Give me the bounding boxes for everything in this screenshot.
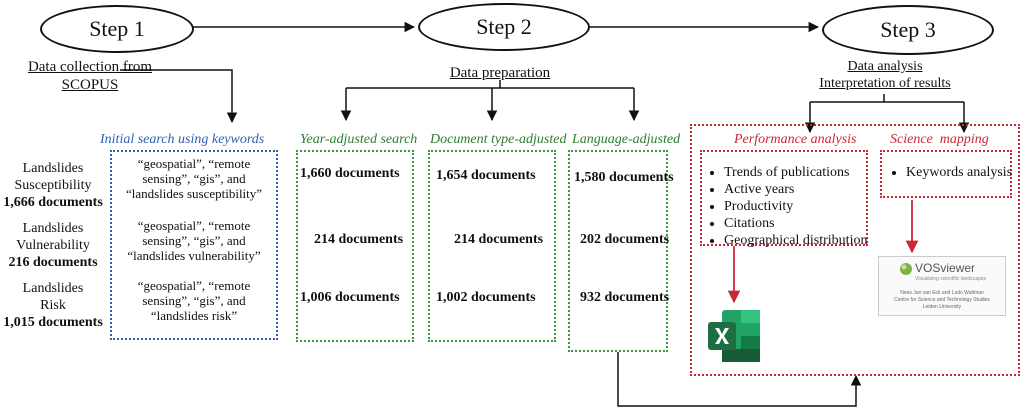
performance-box: [700, 150, 868, 246]
row-label-line1: Landslides: [22, 161, 84, 176]
analysis-outer-box: [690, 124, 1020, 376]
initial-search-header: Initial search using keywords: [100, 132, 265, 147]
row-label-line2: Risk: [40, 298, 66, 313]
step1-subtitle: Data collection from SCOPUS: [20, 58, 160, 94]
performance-header: Performance analysis: [734, 132, 857, 147]
row-label-line2: Vulnerability: [16, 238, 90, 253]
keyword-line: “geospatial”, “remote: [137, 156, 251, 171]
keyword-line: “landslides vulnerability”: [127, 248, 261, 263]
vosviewer-title: VOSviewer: [915, 261, 976, 275]
step1-ellipse: Step 1: [40, 5, 194, 53]
list-item: Active years: [724, 181, 867, 198]
language-adjusted-header: Language-adjusted: [572, 132, 681, 147]
vosviewer-tagline: Visualizing scientific landscapes: [915, 276, 987, 282]
language-adjusted-doc-2: 202 documents: [580, 232, 670, 247]
list-item: Productivity: [724, 198, 867, 215]
arrow-step1-down: [120, 69, 238, 124]
doctype-adjusted-doc-3: 1,002 documents: [436, 290, 536, 305]
step2-subtitle-text: Data preparation: [449, 65, 551, 81]
science-mapping-header: Science mapping: [890, 132, 989, 147]
keyword-line: “landslides susceptibility”: [125, 186, 263, 201]
year-adjusted-box: [296, 150, 414, 342]
row-label-line2: Susceptibility: [14, 178, 92, 193]
keyword-line: sensing”, “gis”, and: [142, 293, 246, 308]
step1-subtitle-line1: Data collection from: [27, 59, 153, 75]
list-item: Geographical distribution: [724, 232, 867, 249]
keyword-line: “landslides risk”: [150, 308, 238, 323]
year-adjusted-doc-3: 1,006 documents: [300, 290, 400, 305]
credit-line: Centre for Science and Technology Studie…: [894, 297, 990, 303]
science-mapping-list: Keywords analysis: [888, 164, 1012, 181]
keywords-susceptibility: “geospatial”, “remote sensing”, “gis”, a…: [114, 156, 274, 201]
arrow-language-to-analysis: [617, 352, 862, 407]
doctype-adjusted-box: [428, 150, 556, 342]
list-item: Trends of publications: [724, 164, 867, 181]
doctype-adjusted-header: Document type-adjusted: [430, 132, 567, 147]
row-label-count: 1,666 documents: [3, 195, 103, 210]
excel-logo: [706, 308, 762, 364]
year-adjusted-header: Year-adjusted search: [300, 132, 418, 147]
keywords-risk: “geospatial”, “remote sensing”, “gis”, a…: [114, 278, 274, 323]
row-label-count: 216 documents: [8, 255, 98, 270]
list-item: Keywords analysis: [906, 164, 1012, 181]
vosviewer-icon: [900, 263, 912, 275]
row-label-susceptibility: Landslides Susceptibility 1,666 document…: [0, 160, 108, 211]
step2-ellipse: Step 2: [418, 3, 590, 51]
keyword-line: sensing”, “gis”, and: [142, 233, 246, 248]
step3-label: Step 3: [880, 17, 936, 42]
year-adjusted-doc-2: 214 documents: [314, 232, 404, 247]
language-adjusted-doc-3: 932 documents: [580, 290, 670, 305]
performance-list: Trends of publications Active years Prod…: [706, 164, 867, 249]
language-adjusted-box: [568, 150, 668, 352]
vosviewer-logo: VOSviewer Visualizing scientific landsca…: [878, 256, 1006, 316]
keyword-line: “geospatial”, “remote: [137, 218, 251, 233]
keyword-line: “geospatial”, “remote: [137, 278, 251, 293]
list-item: Citations: [724, 215, 867, 232]
doctype-adjusted-doc-1: 1,654 documents: [436, 168, 536, 183]
row-label-line1: Landslides: [22, 281, 84, 296]
step3-subtitle-line2: Interpretation of results: [819, 76, 951, 91]
step3-ellipse: Step 3: [822, 5, 994, 55]
doctype-adjusted-doc-2: 214 documents: [454, 232, 544, 247]
initial-search-box: [110, 150, 278, 340]
credit-line: Leiden University: [922, 304, 962, 310]
keywords-vulnerability: “geospatial”, “remote sensing”, “gis”, a…: [114, 218, 274, 263]
vosviewer-credits: Nees Jan van Eck and Ludo Waltman Centre…: [879, 290, 1005, 311]
credit-line: Nees Jan van Eck and Ludo Waltman: [900, 290, 984, 296]
step2-subtitle: Data preparation: [420, 64, 580, 82]
step3-subtitle-line1: Data analysis: [847, 59, 923, 74]
row-label-vulnerability: Landslides Vulnerability 216 documents: [0, 220, 108, 271]
science-mapping-box: [880, 150, 1012, 198]
keyword-line: sensing”, “gis”, and: [142, 171, 246, 186]
row-label-risk: Landslides Risk 1,015 documents: [0, 280, 108, 331]
year-adjusted-doc-1: 1,660 documents: [300, 166, 400, 181]
language-adjusted-doc-1: 1,580 documents: [574, 170, 674, 185]
step2-label: Step 2: [476, 14, 532, 39]
step1-label: Step 1: [89, 16, 145, 41]
step3-subtitle: Data analysis Interpretation of results: [800, 58, 970, 92]
step1-subtitle-line2: SCOPUS: [61, 77, 119, 93]
excel-icon: [708, 310, 760, 362]
row-label-count: 1,015 documents: [3, 315, 103, 330]
row-label-line1: Landslides: [22, 221, 84, 236]
